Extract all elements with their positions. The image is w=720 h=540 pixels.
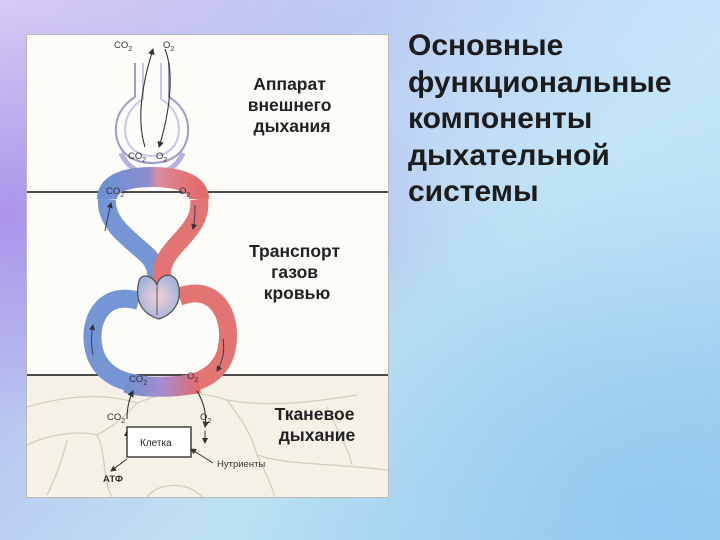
title-line-4: дыхательной	[408, 138, 610, 172]
lung-outline	[114, 63, 190, 165]
tissue-respiration-title: Тканевое дыхание	[275, 404, 360, 445]
co2-label-vessel: CO2	[106, 186, 124, 199]
gas-transport-title: Транспорт газов кровью	[249, 241, 345, 303]
co2-tissue-arrow	[126, 390, 134, 420]
respiratory-diagram: Клетка CO2 O2 CO2 O2 CO2 O2 CO2 O2 CO2 O…	[26, 34, 389, 498]
title-line-3: компоненты	[408, 102, 593, 135]
o2-label-lung: O2	[156, 151, 167, 164]
flow-arrows	[89, 202, 225, 372]
atp-label: АТФ	[103, 474, 123, 485]
systemic-capillary	[123, 373, 201, 397]
atp-arrow	[110, 458, 128, 472]
diagram-canvas: Клетка CO2 O2 CO2 O2 CO2 O2 CO2 O2 CO2 O…	[27, 40, 388, 497]
o2-tissue-arrow	[196, 390, 210, 429]
slide-title: Основные функциональные компоненты дыхат…	[408, 28, 708, 211]
nutrients-label: Нутриенты	[217, 459, 265, 470]
co2-label-lung: CO2	[128, 151, 146, 164]
co2-label-top: CO2	[114, 40, 132, 53]
title-line-5: системы	[408, 175, 539, 208]
external-respiration-title: Аппарат внешнего дыхания	[248, 74, 337, 136]
venous-lower	[83, 289, 148, 394]
title-line-1: Основные	[408, 29, 564, 62]
arterial-lower	[175, 284, 237, 394]
lung-inner-outline	[124, 63, 180, 158]
o2-label-top: O2	[163, 40, 174, 53]
o2-in-arrow	[157, 48, 171, 149]
title-line-2: функциональные	[408, 65, 672, 99]
co2-label-bottom: CO2	[129, 374, 147, 387]
o2-label-tissue: O2	[200, 412, 211, 425]
nutrients-arrow	[190, 448, 214, 464]
co2-label-tissue: CO2	[107, 412, 125, 425]
o2-label-vessel: O2	[179, 186, 190, 199]
co2-out-arrow	[140, 47, 155, 148]
pulmonary-vessel	[97, 166, 209, 201]
cell-label: Клетка	[140, 438, 172, 449]
o2-label-bottom: O2	[187, 371, 198, 384]
cell-box	[126, 426, 192, 458]
heart	[136, 274, 180, 320]
